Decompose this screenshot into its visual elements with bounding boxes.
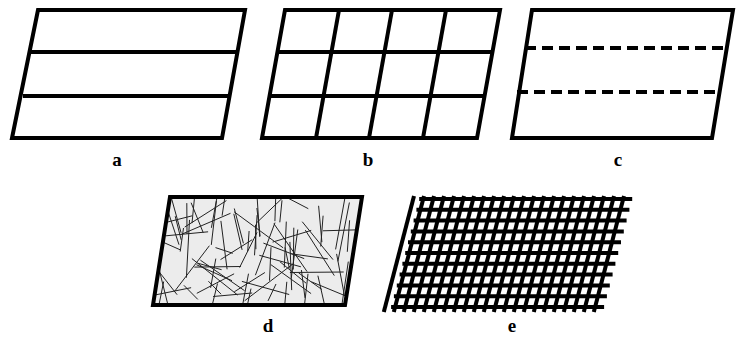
chopped-fibre: [165, 216, 192, 223]
chopped-fibre: [311, 282, 368, 305]
chopped-fibre: [271, 265, 311, 294]
chopped-fibre: [263, 243, 304, 259]
panel-letter: b: [363, 150, 374, 169]
panel-e: [384, 196, 632, 312]
chopped-fibre: [216, 248, 233, 254]
panel-letter: a: [112, 150, 122, 169]
chopped-fibre: [245, 289, 251, 315]
chopped-fibre: [212, 284, 217, 306]
chopped-fibre: [273, 230, 312, 242]
chopped-fibre: [256, 183, 298, 223]
chopped-fibre: [234, 209, 243, 244]
chopped-fibre: [301, 270, 305, 298]
panel-letter: d: [263, 316, 274, 335]
panel-letter: e: [508, 316, 516, 335]
chopped-fibre: [213, 293, 252, 297]
chopped-fibre: [321, 216, 323, 247]
chopped-fibre: [185, 201, 227, 228]
chopped-fibre: [290, 272, 344, 274]
panel-d: [148, 179, 373, 327]
chopped-fibre: [259, 255, 301, 266]
chopped-fibre: [221, 221, 227, 269]
chopped-fibre: [175, 216, 181, 240]
chopped-fibre: [234, 214, 242, 250]
chopped-fibre: [285, 247, 289, 268]
chopped-fibre: [240, 232, 258, 267]
chopped-fibre: [234, 273, 265, 292]
chopped-fibre: [154, 238, 181, 250]
chopped-fibre: [299, 273, 322, 290]
chopped-fibre: [221, 240, 253, 260]
chopped-fibre: [245, 263, 294, 301]
chopped-fibre: [338, 203, 350, 262]
chopped-fibre: [255, 225, 256, 250]
chopped-fibre: [323, 229, 373, 230]
chopped-fibre: [285, 282, 287, 306]
chopped-fibre: [268, 284, 276, 301]
panel-c: [512, 10, 733, 138]
chopped-fibre: [284, 222, 286, 268]
chopped-fibre: [168, 210, 179, 244]
chopped-fibre: [192, 259, 238, 295]
chopped-fibre: [255, 215, 258, 255]
panel-letter: c: [614, 150, 622, 169]
chopped-fibre: [196, 265, 232, 281]
chopped-fibre: [291, 254, 328, 259]
chopped-fibre: [280, 200, 282, 222]
chopped-fibre: [234, 212, 283, 248]
chopped-fibre: [302, 222, 333, 260]
chopped-fibre: [347, 220, 349, 252]
chopped-fibre: [200, 260, 244, 291]
chopped-fibre: [270, 247, 272, 281]
chopped-fibre: [148, 257, 177, 294]
chopped-fibre: [337, 254, 345, 295]
warp-yarn: [594, 196, 624, 312]
chopped-fibre: [192, 183, 196, 223]
chopped-fibre: [336, 196, 346, 249]
panel-a: [12, 10, 245, 138]
chopped-fibre: [186, 203, 187, 234]
chopped-fibre: [305, 230, 334, 276]
chopped-fibre: [255, 223, 275, 276]
panel-b: [262, 10, 500, 138]
chopped-fibre: [302, 274, 308, 327]
chopped-fibre: [275, 183, 276, 221]
chopped-fibre: [242, 281, 289, 294]
chopped-fibre: [288, 198, 309, 209]
